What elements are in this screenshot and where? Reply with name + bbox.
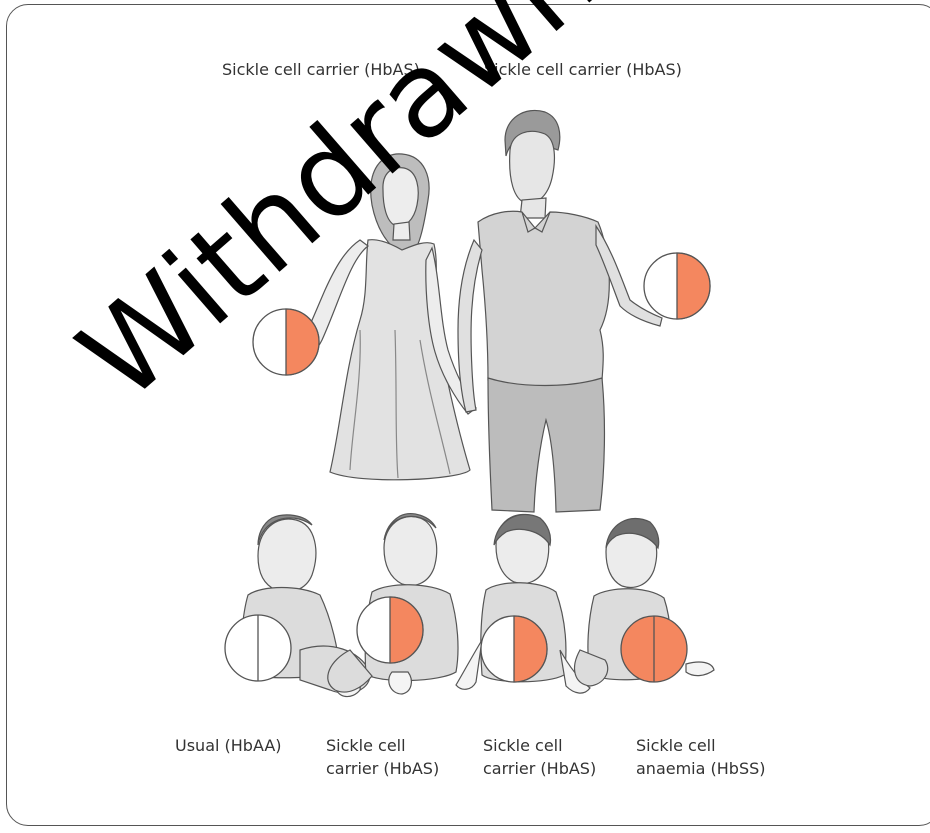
father-figure (458, 110, 662, 512)
mother-figure (292, 154, 476, 480)
mother-ball (253, 309, 319, 375)
father-shirt (478, 211, 609, 387)
child-label-3-line1: Sickle cell (483, 734, 596, 757)
child-1-ball (225, 615, 291, 681)
father-ball (644, 253, 710, 319)
father-arm-left (458, 240, 482, 412)
father-trousers (488, 378, 604, 512)
child-label-3-line2: carrier (HbAS) (483, 757, 596, 780)
child-3-ball (481, 616, 547, 682)
parent-label-father: Sickle cell carrier (HbAS) (484, 58, 682, 81)
child-label-4: Sickle cell anaemia (HbSS) (636, 734, 766, 780)
father-face (510, 131, 555, 203)
child-2-ball (357, 597, 423, 663)
mother-face (383, 168, 418, 227)
parent-label-mother: Sickle cell carrier (HbAS) (222, 58, 420, 81)
mother-neck (393, 222, 410, 240)
child-label-2-line2: carrier (HbAS) (326, 757, 439, 780)
child-label-4-line2: anaemia (HbSS) (636, 757, 766, 780)
child-label-2: Sickle cell carrier (HbAS) (326, 734, 439, 780)
child-label-3: Sickle cell carrier (HbAS) (483, 734, 596, 780)
child-label-1-line1: Usual (HbAA) (175, 734, 282, 757)
child-label-2-line1: Sickle cell (326, 734, 439, 757)
child-label-1: Usual (HbAA) (175, 734, 282, 757)
child-label-4-line1: Sickle cell (636, 734, 766, 757)
child-4-ball (621, 616, 687, 682)
